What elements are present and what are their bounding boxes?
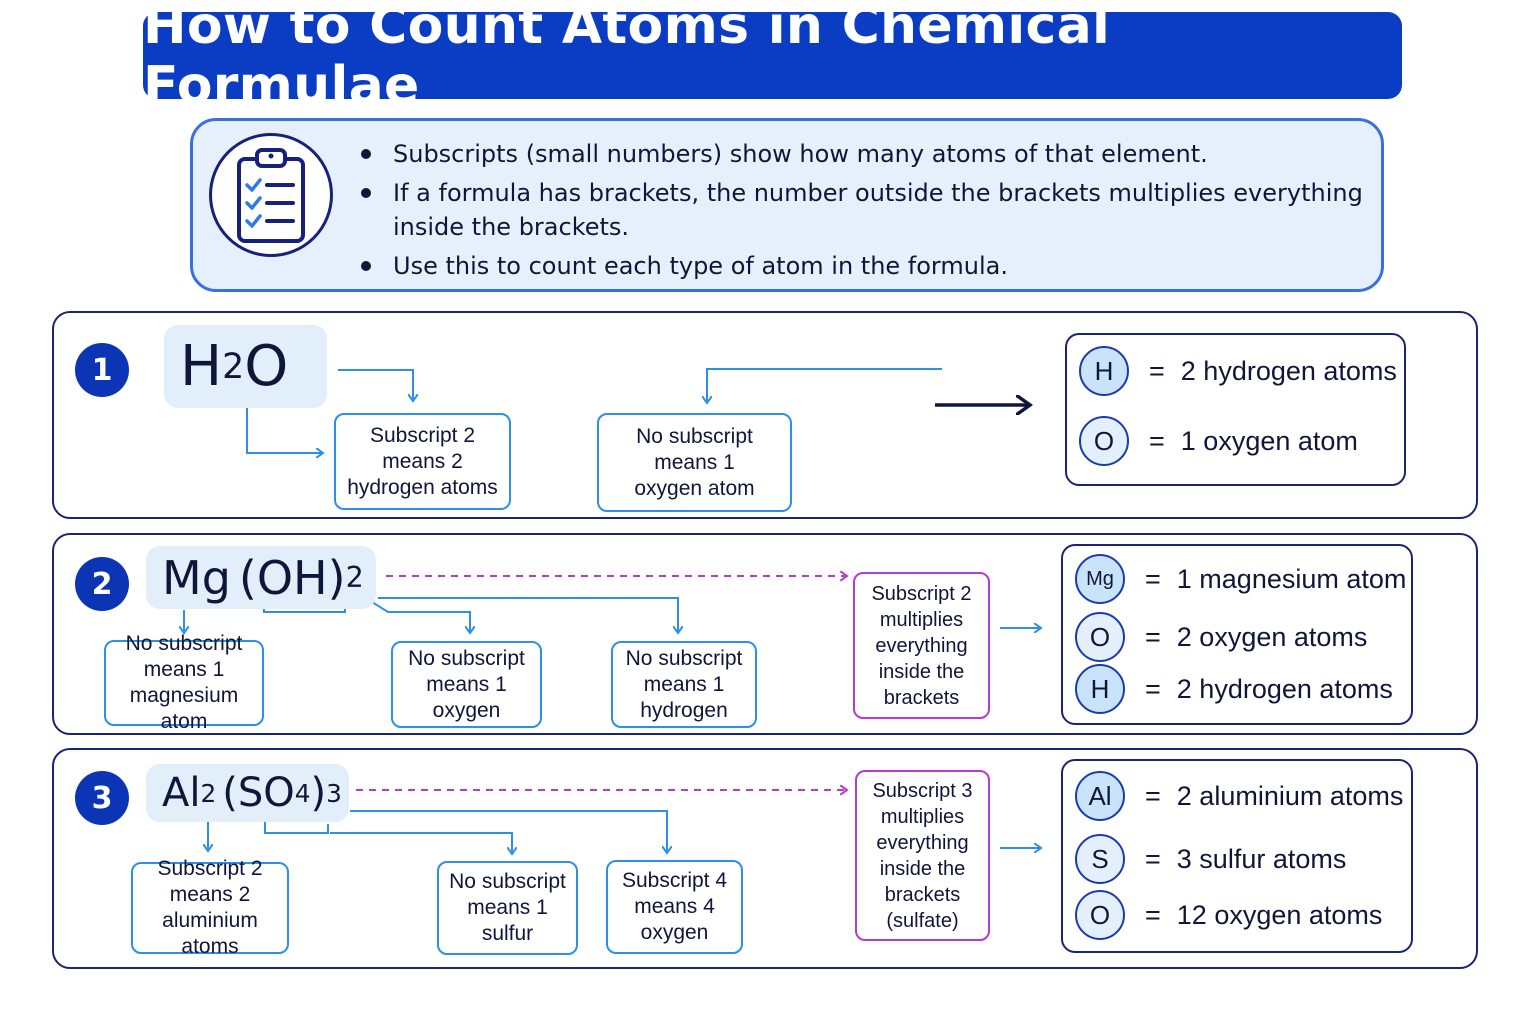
title-banner: How to Count Atoms in Chemical Formulae	[143, 0, 1402, 116]
step-3-bracket-note: Subscript 3 multiplies everything inside…	[855, 770, 990, 941]
step-3-results-box: Al = 2 aluminium atoms S = 3 sulfur atom…	[1061, 759, 1413, 953]
result-row: Mg = 1 magnesium atom	[1075, 554, 1406, 604]
result-row: S = 3 sulfur atoms	[1075, 834, 1346, 884]
result-row: O = 2 oxygen atoms	[1075, 612, 1367, 662]
result-text: 1 oxygen atom	[1180, 425, 1358, 456]
step-2-formula: Mg(OH)2	[146, 546, 376, 609]
result-text: 2 aluminium atoms	[1176, 780, 1404, 811]
intro-bullets: Subscripts (small numbers) show how many…	[359, 137, 1369, 288]
element-badge-h: H	[1075, 664, 1125, 714]
result-row: O = 1 oxygen atom	[1079, 416, 1358, 466]
result-text: 3 sulfur atoms	[1176, 843, 1347, 874]
element-badge-o: O	[1075, 612, 1125, 662]
step-2-note-magnesium: No subscript means 1 magnesium atom	[104, 632, 264, 733]
step-2-number: 2	[75, 557, 129, 611]
step-1-number: 1	[75, 343, 129, 397]
step-2-bracket-note: Subscript 2 multiplies everything inside…	[853, 572, 990, 719]
step-1-results-box: H = 2 hydrogen atoms O = 1 oxygen atom	[1065, 333, 1406, 486]
intro-panel: Subscripts (small numbers) show how many…	[190, 118, 1384, 292]
step-3-note-aluminium: Subscript 2 means 2 aluminium atoms	[131, 857, 289, 958]
bullet-brackets: If a formula has brackets, the number ou…	[359, 176, 1369, 244]
element-badge-h: H	[1079, 346, 1129, 396]
element-badge-s: S	[1075, 834, 1125, 884]
step-3-note-oxygen: Subscript 4 means 4 oxygen	[606, 860, 743, 954]
result-row: Al = 2 aluminium atoms	[1075, 771, 1403, 821]
result-text: 12 oxygen atoms	[1176, 899, 1383, 930]
step-1-note-oxygen: No subscript means 1 oxygen atom	[597, 413, 792, 512]
result-text: 1 magnesium atom	[1176, 563, 1407, 594]
step-1-note-hydrogen: Subscript 2 means 2 hydrogen atoms	[334, 413, 511, 510]
step-2-results-box: Mg = 1 magnesium atom O = 2 oxygen atoms…	[1061, 544, 1413, 725]
element-badge-o: O	[1079, 416, 1129, 466]
clipboard-checklist-icon	[209, 133, 333, 257]
step-2-note-hydrogen: No subscript means 1 hydrogen	[611, 641, 757, 728]
step-3-number: 3	[75, 771, 129, 825]
result-row: O = 12 oxygen atoms	[1075, 890, 1382, 940]
result-row: H = 2 hydrogen atoms	[1075, 664, 1393, 714]
page-title: How to Count Atoms in Chemical Formulae	[143, 0, 1111, 116]
element-badge-mg: Mg	[1075, 554, 1125, 604]
result-text: 2 oxygen atoms	[1176, 621, 1368, 652]
result-row: H = 2 hydrogen atoms	[1079, 346, 1397, 396]
result-text: 2 hydrogen atoms	[1176, 673, 1393, 704]
element-badge-o: O	[1075, 890, 1125, 940]
step-2-note-oxygen: No subscript means 1 oxygen	[391, 641, 542, 728]
step-3-note-sulfur: No subscript means 1 sulfur	[437, 861, 578, 955]
bullet-count: Use this to count each type of atom in t…	[359, 249, 1369, 283]
result-text: 2 hydrogen atoms	[1180, 355, 1397, 386]
element-badge-al: Al	[1075, 771, 1125, 821]
bullet-subscripts: Subscripts (small numbers) show how many…	[359, 137, 1369, 171]
